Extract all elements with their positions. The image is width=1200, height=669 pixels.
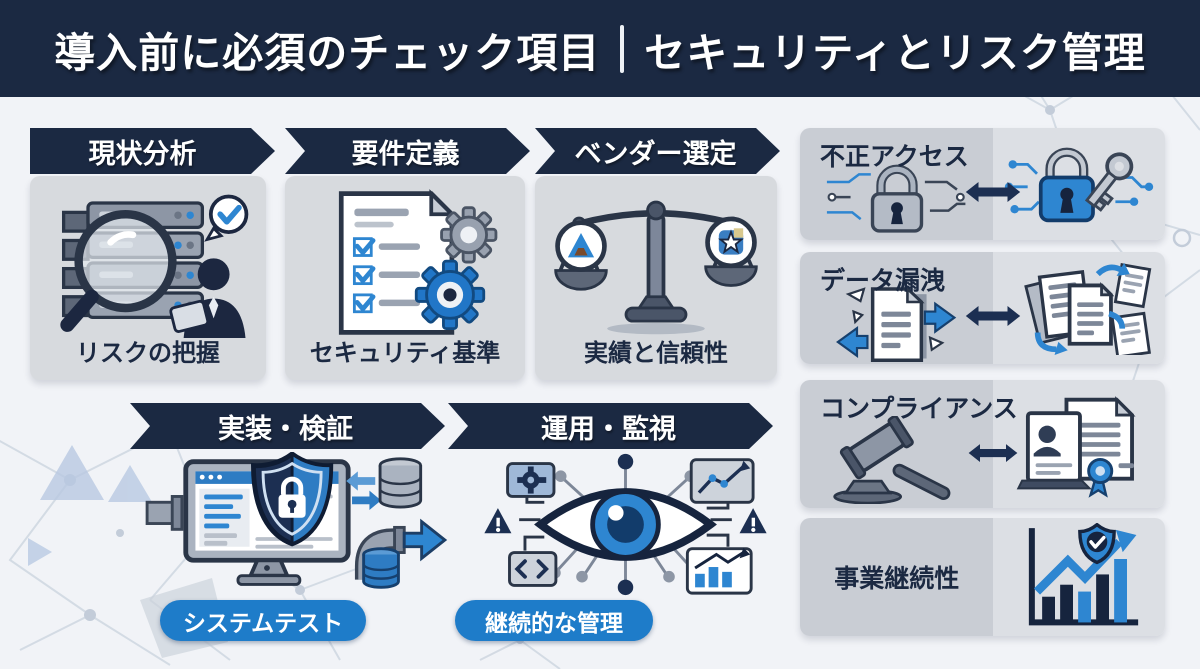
step-banner-label: 運用・監視 (541, 413, 676, 444)
documents-scatter-icon (1024, 262, 1152, 355)
pill-label: システムテスト (182, 609, 344, 636)
gavel-icon (833, 416, 951, 504)
server-audit-icon (36, 184, 260, 342)
step-caption: 実績と信頼性 (584, 340, 728, 367)
checklist-gears-icon (291, 184, 519, 342)
risk-title: データ漏洩 (820, 267, 946, 295)
secure-system-icon (140, 452, 450, 597)
header-bar: 導入前に必須のチェック項目 セキュリティとリスク管理 (0, 0, 1200, 97)
circuit-lock-icon (826, 164, 966, 233)
balance-scale-icon (541, 184, 771, 342)
risk-title: 不正アクセス (820, 143, 969, 171)
risk-card-unauthorized-access: 不正アクセス (800, 128, 1165, 240)
step-caption-pill-system-test: システムテスト (160, 600, 366, 641)
risk-card-data-leak: データ漏洩 (800, 252, 1165, 364)
step-caption: リスクの把握 (76, 340, 220, 367)
double-arrow-icon (966, 181, 1021, 202)
step-banner-label: ベンダー選定 (574, 138, 737, 169)
step-banner-label: 要件定義 (351, 138, 460, 169)
certificate-icon (1016, 396, 1136, 498)
step-card-current-analysis: リスクの把握 (30, 176, 266, 380)
step-caption-pill-continuous-management: 継続的な管理 (455, 600, 653, 641)
lock-key-icon (1005, 147, 1154, 223)
step-card-vendor-selection: 実績と信頼性 (535, 176, 777, 380)
risk-card-business-continuity: 事業継続性 (800, 518, 1165, 636)
page-title-left: 導入前に必須のチェック項目 (54, 29, 601, 76)
title-divider (620, 24, 625, 73)
monitoring-eye-icon (478, 452, 773, 597)
step-banner-requirements: 要件定義 (285, 128, 530, 174)
document-leak-icon (835, 285, 956, 362)
risk-title: 事業継続性 (834, 565, 960, 593)
growth-shield-icon (1029, 523, 1139, 626)
double-arrow-icon (969, 444, 1018, 462)
step-banner-label: 現状分析 (88, 138, 197, 169)
double-arrow-icon (966, 305, 1021, 326)
risk-title: コンプライアンス (820, 395, 1018, 423)
step-banner-operation: 運用・監視 (448, 403, 773, 449)
step-card-requirements: セキュリティ基準 (285, 176, 525, 380)
step-caption: セキュリティ基準 (309, 340, 501, 367)
step-banner-current-analysis: 現状分析 (30, 128, 275, 174)
step-banner-label: 実装・検証 (218, 413, 353, 444)
risk-card-compliance: コンプライアンス (800, 380, 1165, 508)
page-title-right: セキュリティとリスク管理 (644, 29, 1146, 76)
step-banner-implementation: 実装・検証 (130, 403, 445, 449)
step-banner-vendor-selection: ベンダー選定 (535, 128, 780, 174)
pill-label: 継続的な管理 (485, 609, 623, 636)
